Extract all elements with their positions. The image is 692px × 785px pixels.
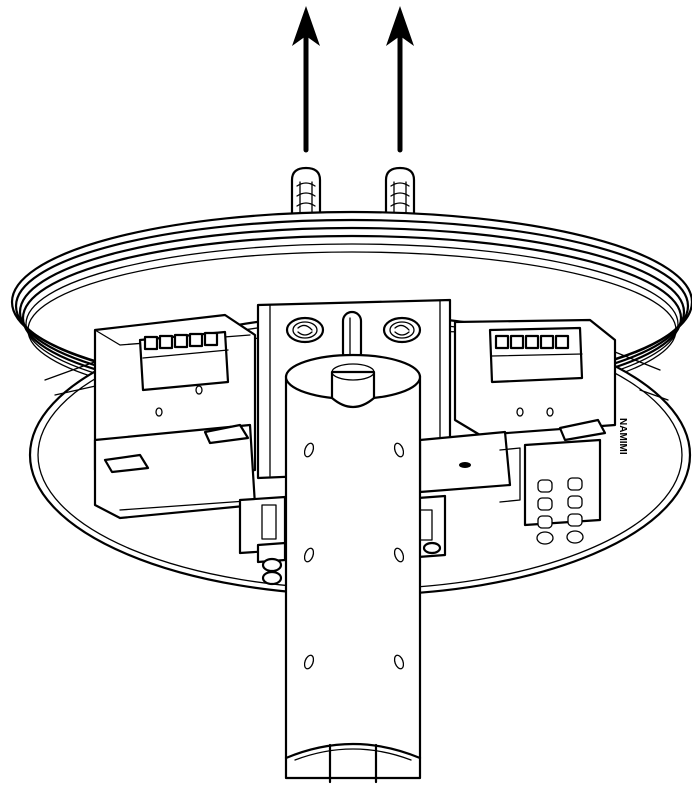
left-module [93,313,261,520]
lower-right-connector [416,494,447,559]
tube [284,353,422,784]
lift-arrow-left [292,6,320,153]
right-module: NAMIMI [453,318,628,545]
lift-arrow-right [386,6,414,153]
tube-slots [303,442,405,670]
side-marking-label: NAMIMI [617,418,628,455]
